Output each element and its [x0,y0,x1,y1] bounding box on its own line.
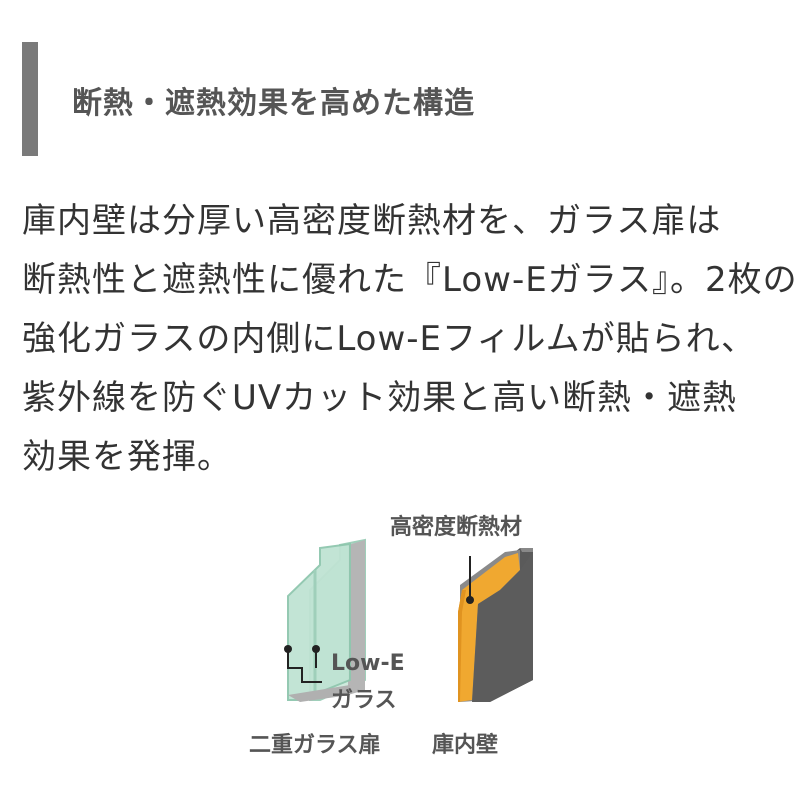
inner-wall-label: 庫内壁 [432,733,499,758]
lowe-leader [287,649,322,683]
lowe-point-right [312,645,320,653]
insulation-edge [458,590,466,702]
lowe-point-left [284,645,292,653]
description: 庫内壁は分厚い高密度断熱材を、ガラス扉は 断熱性と遮熱性に優れた『Low-Eガラ… [22,192,798,487]
insulation-layer [458,553,520,702]
insulation-point [466,596,474,604]
glass-pane-front [287,542,351,701]
insulation-label: 高密度断熱材 [390,515,523,540]
description-line: 効果を発揮。 [22,437,232,477]
wall-front-slab [460,550,520,702]
glass-door-label: 二重ガラス扉 [249,733,381,758]
glass-pane-back [309,538,366,701]
wall-inner-panel [472,552,533,702]
heading-accent-bar [22,42,38,156]
description-line: 断熱性と遮熱性に優れた『Low-Eガラス』。2枚の [22,260,798,300]
description-line: 紫外線を防ぐUVカット効果と高い断熱・遮熱 [22,378,738,418]
inner-wall-illustration [458,548,533,702]
wall-back-top [520,548,533,552]
section-title: 断熱・遮熱効果を高めた構造 [72,86,475,121]
wall-back [485,548,533,702]
description-line: 庫内壁は分厚い高密度断熱材を、ガラス扉は [22,201,722,241]
lowe-label-line2: ガラス [331,688,397,713]
description-line: 強化ガラスの内側にLow-Eフィルムが貼られ、 [22,319,757,359]
lowe-label-line1: Low-E [331,651,405,676]
glass-door-illustration [284,538,366,702]
